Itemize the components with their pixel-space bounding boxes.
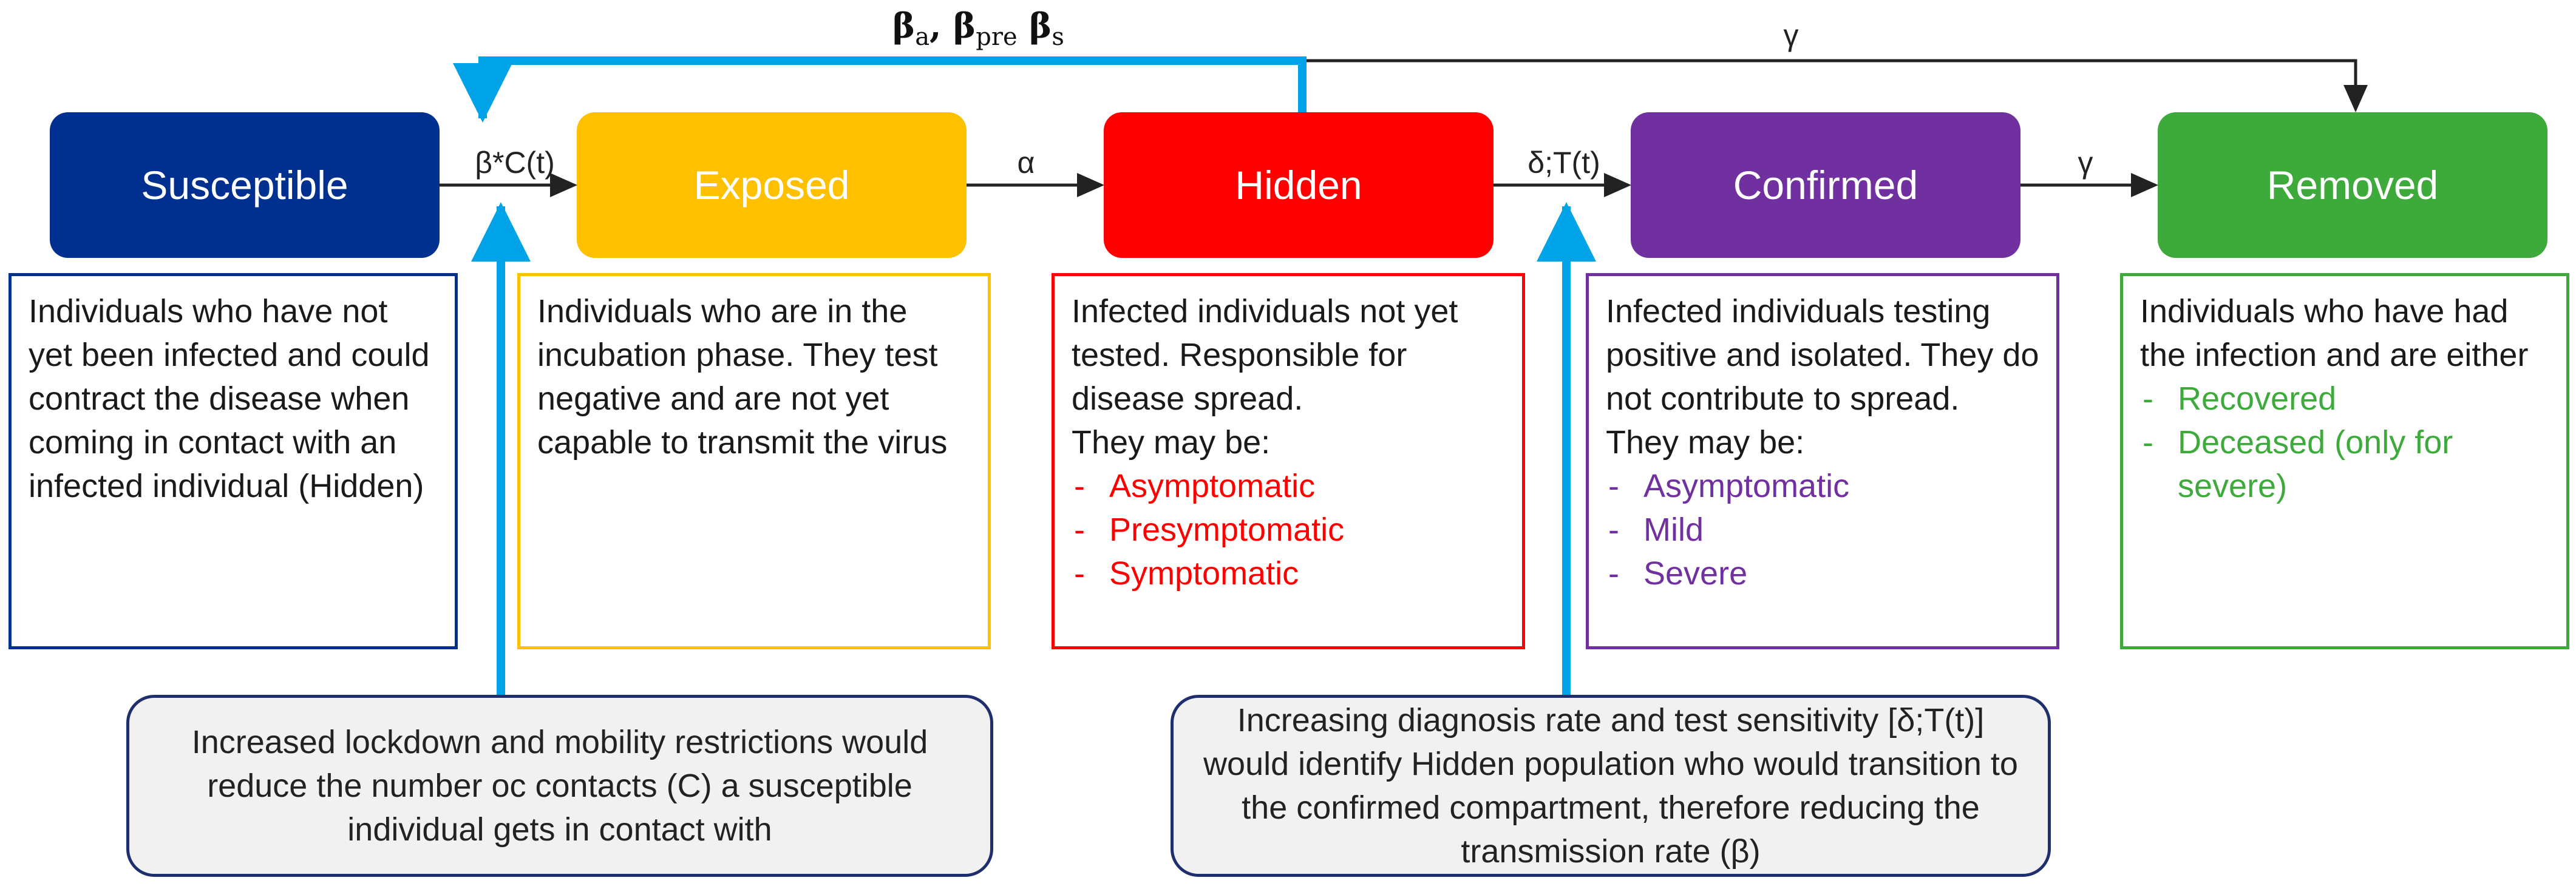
svg-text:Hidden: Hidden [1235,163,1362,208]
description-exposed: Individuals who are in the incubation ph… [517,273,991,649]
description-hidden-text: Infected individuals not yet tested. Res… [1072,293,1458,417]
hidden-to-confirmed-label: δ;T(t) [1528,146,1600,180]
description-confirmed: Infected individuals testing positive an… [1586,273,2059,649]
svg-text:Exposed: Exposed [694,163,850,208]
compartment-confirmed: Confirmed [1631,112,2020,258]
description-exposed-text: Individuals who are in the incubation ph… [537,293,948,461]
svg-text:Confirmed: Confirmed [1733,163,1918,208]
description-confirmed-text: Infected individuals testing positive an… [1606,293,2039,417]
testing-intervention-note: Increasing diagnosis rate and test sensi… [1171,695,2051,877]
compartment-susceptible: Susceptible [50,112,440,258]
description-hidden-intro: They may be: [1072,424,1271,461]
hidden-to-removed-arrow [1302,59,2368,112]
transmission-feedback-arrow [453,56,1307,123]
description-removed-text: Individuals who have had the infection a… [2140,293,2529,373]
hidden-subtype-item: Symptomatic [1072,552,1505,595]
removed-outcome-item: Recovered [2140,377,2549,421]
description-susceptible-text: Individuals who have not yet been infect… [29,293,430,504]
confirmed-subtype-item: Mild [1606,508,2039,552]
confirmed-subtype-item: Severe [1606,552,2039,595]
confirmed-to-removed-label: γ [2078,146,2093,180]
lockdown-intervention-text: Increased lockdown and mobility restrict… [191,724,928,848]
susceptible-to-exposed-label: β*C(t) [475,146,555,180]
compartment-removed: Removed [2158,112,2547,258]
confirmed-subtype-item: Asymptomatic [1606,464,2039,508]
hidden-subtype-item: Asymptomatic [1072,464,1505,508]
description-hidden: Infected individuals not yet tested. Res… [1052,273,1525,649]
svg-text:Susceptible: Susceptible [141,163,348,208]
svg-text:Removed: Removed [2267,163,2438,208]
description-susceptible: Individuals who have not yet been infect… [8,273,458,649]
exposed-to-hidden-label: α [1018,146,1035,180]
removed-outcome-item: Deceased (only for severe) [2140,421,2549,508]
transmission-rates-label: βa, βpre βs [892,6,1064,51]
compartment-exposed: Exposed [577,112,967,258]
testing-intervention-text: Increasing diagnosis rate and test sensi… [1203,702,2018,870]
description-removed: Individuals who have had the infection a… [2120,273,2569,649]
lockdown-intervention-note: Increased lockdown and mobility restrict… [126,695,993,877]
description-confirmed-intro: They may be: [1606,424,1805,461]
hidden-subtype-item: Presymptomatic [1072,508,1505,552]
compartment-hidden: Hidden [1104,112,1494,258]
hidden-to-removed-label: γ [1784,18,1799,52]
